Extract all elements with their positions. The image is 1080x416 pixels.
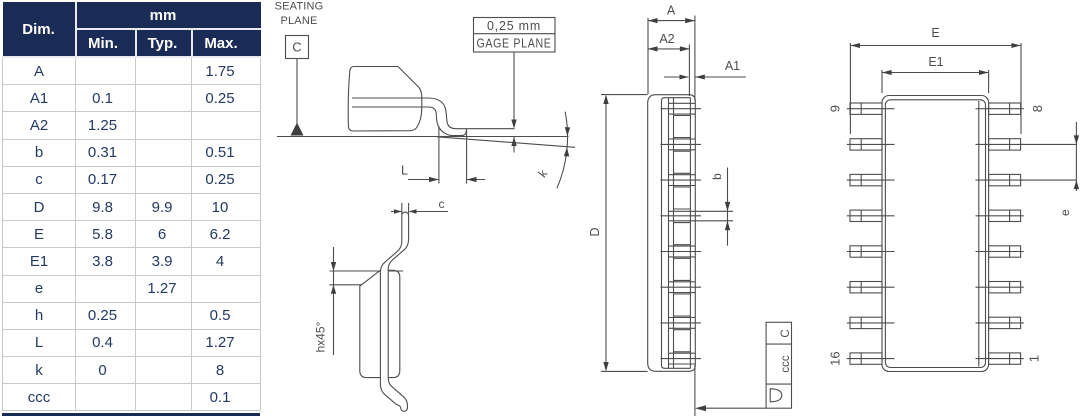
- svg-text:9: 9: [828, 105, 843, 112]
- svg-text:E: E: [931, 26, 939, 40]
- svg-text:A: A: [667, 4, 676, 18]
- svg-text:8: 8: [1030, 105, 1045, 112]
- svg-text:PLANE: PLANE: [280, 15, 317, 27]
- svg-text:b: b: [710, 173, 724, 180]
- svg-text:e: e: [1058, 209, 1072, 216]
- svg-text:C: C: [292, 40, 301, 55]
- svg-text:GAGE PLANE: GAGE PLANE: [477, 37, 552, 51]
- svg-text:hx45°: hx45°: [314, 321, 328, 352]
- svg-text:c: c: [439, 197, 445, 211]
- svg-text:ccc: ccc: [780, 355, 792, 373]
- svg-text:L: L: [401, 164, 408, 178]
- svg-text:SEATING: SEATING: [275, 1, 324, 13]
- svg-text:1: 1: [1027, 355, 1042, 362]
- svg-text:D: D: [588, 227, 602, 236]
- svg-text:A1: A1: [725, 59, 740, 73]
- svg-text:k: k: [535, 166, 550, 180]
- svg-text:A2: A2: [659, 32, 674, 46]
- svg-text:E1: E1: [928, 55, 943, 69]
- svg-text:C: C: [780, 329, 792, 337]
- svg-text:16: 16: [828, 351, 843, 365]
- svg-text:0,25 mm: 0,25 mm: [487, 19, 541, 33]
